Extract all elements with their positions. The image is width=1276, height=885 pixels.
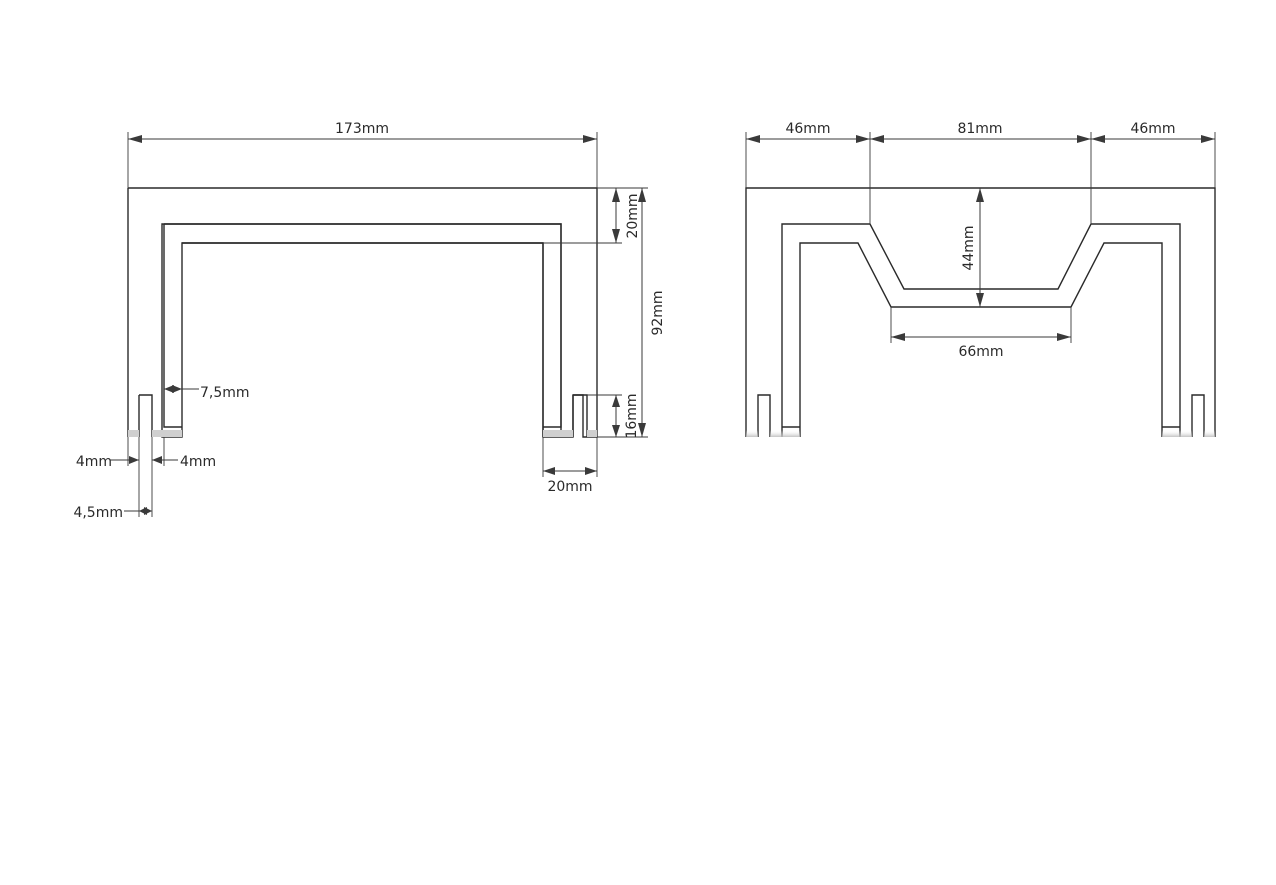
label-side-width: 20mm (547, 479, 592, 495)
side-inner-profile (799, 242, 1163, 437)
label-overall-width: 173mm (335, 121, 389, 137)
side-shade-4 (1204, 430, 1215, 437)
label-depth: 44mm (961, 225, 977, 270)
dim-side-width: 20mm (542, 437, 598, 495)
front-right-slot (572, 394, 588, 437)
front-shade-3 (543, 430, 573, 437)
label-bottom-width: 66mm (958, 344, 1003, 360)
label-thickness: 7,5mm (200, 385, 250, 401)
front-shade-1 (128, 430, 139, 437)
front-outer-outline (128, 187, 598, 438)
dim-overall-height: 92mm (597, 187, 666, 438)
label-slot-height: 16mm (624, 393, 640, 438)
dim-thickness: 7,5mm (164, 385, 250, 401)
label-left-width: 46mm (785, 121, 830, 137)
dim-side-top-chain: 46mm 81mm 46mm (745, 121, 1216, 224)
label-center-width: 81mm (957, 121, 1002, 137)
dim-overall-width: 173mm (127, 121, 598, 188)
dim-bottom-width: 66mm (890, 307, 1072, 360)
dim-slot-height: 16mm (587, 393, 640, 439)
dim-foot-width: 4,5mm (73, 466, 153, 521)
label-foot-width: 4,5mm (73, 505, 123, 521)
label-overall-height: 92mm (650, 290, 666, 335)
label-foot-gap-a: 4mm (76, 454, 112, 470)
front-shade-4 (587, 430, 597, 437)
dim-foot-gaps: 4mm 4mm (76, 437, 216, 470)
front-view: 173mm 20mm 92mm 16mm (73, 121, 666, 521)
dim-depth: 44mm (961, 188, 984, 307)
side-bottom-right (1162, 394, 1205, 437)
side-shade-1 (746, 430, 758, 437)
side-shade-2 (770, 430, 800, 437)
side-shade-3 (1162, 430, 1192, 437)
label-top-offset: 20mm (625, 193, 641, 238)
front-inner-channel (163, 223, 562, 437)
label-foot-gap-b: 4mm (180, 454, 216, 470)
front-shade-2 (152, 430, 182, 437)
front-left-foot (138, 394, 153, 437)
label-right-width: 46mm (1130, 121, 1175, 137)
dim-top-offset: 20mm (543, 188, 641, 244)
side-outer-profile (781, 223, 1181, 437)
side-view: 46mm 81mm 46mm 44mm 66mm (745, 121, 1216, 437)
side-bottom-left (757, 394, 800, 437)
